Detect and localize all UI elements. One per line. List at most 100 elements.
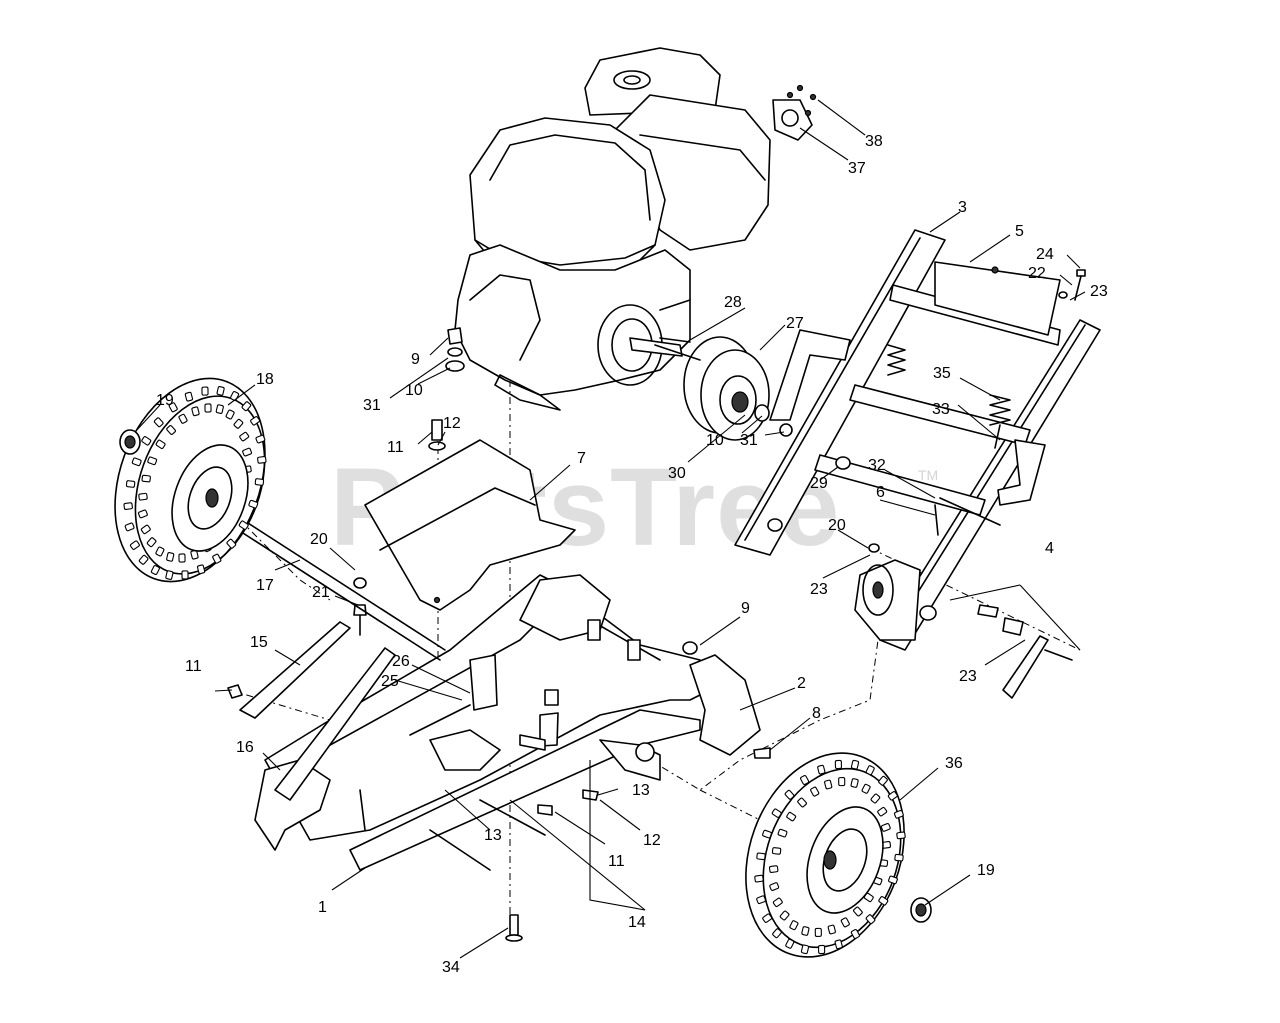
callout-18: 18	[256, 371, 274, 388]
callout-33: 33	[932, 401, 950, 418]
callout-36: 36	[945, 755, 963, 772]
callout-23-low: 23	[959, 668, 977, 685]
wheel-right	[745, 752, 932, 958]
callout-7: 7	[577, 450, 586, 467]
tire-tread	[147, 456, 158, 466]
tire-tread	[800, 775, 810, 785]
shaft-key	[659, 337, 691, 343]
tire-tread	[810, 786, 820, 797]
tire-tread	[861, 783, 871, 794]
tire-tread	[225, 409, 235, 420]
tire-tread	[779, 910, 790, 921]
tire-tread	[838, 777, 846, 787]
tire-tread	[850, 759, 860, 770]
tire-tread	[850, 778, 859, 788]
callout-11-guard: 11	[387, 439, 404, 456]
watermark-trademark: TM	[918, 467, 938, 483]
tire-tread	[801, 926, 810, 936]
tire-tread	[786, 811, 797, 822]
callout-28: 28	[724, 294, 742, 311]
tire-tread	[769, 882, 780, 891]
tire-tread	[762, 913, 773, 923]
tire-tread	[789, 920, 799, 931]
tire-tread	[880, 823, 891, 832]
engine-mount-hardware	[428, 327, 465, 451]
tire-tread	[201, 386, 209, 396]
callout-23-mid: 23	[810, 581, 828, 598]
tire-tread	[777, 828, 788, 838]
tire-tread	[865, 765, 875, 776]
belt-guard	[364, 439, 576, 611]
tension-springs	[887, 344, 1011, 449]
callout-35: 35	[933, 365, 951, 382]
callout-1: 1	[318, 899, 327, 916]
callout-8: 8	[812, 705, 821, 722]
callout-4: 4	[1045, 540, 1054, 557]
callout-24: 24	[1036, 246, 1054, 263]
tire-tread	[756, 895, 767, 905]
callout-3: 3	[958, 199, 967, 216]
tire-tread	[768, 865, 779, 873]
tire-tread	[896, 831, 906, 840]
engine	[454, 47, 771, 411]
tire-tread	[153, 417, 164, 428]
callout-labels: 1 2 3 4 5 6 7 8 9 9 10 10 11 11 11 12 12…	[156, 133, 1108, 976]
tire-tread	[140, 524, 151, 535]
tire-tread	[184, 391, 194, 402]
callout-11-frame: 11	[608, 853, 625, 870]
tire-tread	[834, 939, 843, 950]
tire-tread	[241, 401, 252, 412]
tire-tread	[756, 852, 766, 861]
callout-16: 16	[236, 739, 254, 756]
leader-lines	[134, 99, 1086, 959]
tire-tread	[784, 789, 795, 800]
pulley	[654, 336, 793, 441]
callout-6: 6	[876, 484, 885, 501]
callout-12-guard: 12	[443, 415, 461, 432]
tire-tread	[870, 793, 881, 804]
tire-tread	[129, 540, 140, 550]
tire-tread	[146, 537, 157, 548]
tire-tread	[877, 806, 888, 817]
tire-tread	[834, 759, 842, 770]
idler-bracket	[854, 504, 1073, 699]
callout-38: 38	[865, 133, 883, 150]
flange-plate	[772, 84, 817, 141]
tire-tread	[178, 413, 188, 424]
tire-tread	[865, 914, 876, 925]
callout-9-frame: 9	[741, 600, 750, 617]
tire-tread	[827, 924, 836, 935]
tire-tread	[155, 546, 165, 557]
callout-37: 37	[848, 160, 866, 177]
tire-tread	[254, 478, 265, 486]
tire-tread	[204, 403, 212, 413]
tire-tread	[754, 874, 764, 883]
tire-tread	[131, 457, 142, 467]
callout-19-right: 19	[977, 862, 995, 879]
tire-tread	[893, 809, 904, 819]
callout-31-pulley: 31	[740, 432, 758, 449]
tire-tread	[797, 797, 807, 808]
tire-tread	[762, 829, 772, 839]
callout-19-left: 19	[156, 392, 174, 409]
tire-tread	[840, 917, 850, 928]
tire-tread	[894, 853, 904, 862]
tire-tread	[817, 764, 826, 775]
tire-tread	[888, 875, 898, 885]
callout-12-frame: 12	[643, 832, 661, 849]
callout-27: 27	[786, 315, 804, 332]
tire-tread	[239, 431, 250, 442]
tire-tread	[772, 928, 782, 939]
tire-tread	[138, 492, 148, 501]
callout-34: 34	[442, 959, 460, 976]
tire-tread	[212, 553, 222, 564]
callout-14: 14	[628, 914, 646, 931]
tire-tread	[233, 418, 244, 429]
tire-tread	[141, 436, 152, 446]
tire-tread	[191, 406, 200, 417]
tire-tread	[772, 897, 783, 908]
tire-tread	[800, 944, 810, 955]
axle	[219, 504, 446, 651]
callout-13-right: 13	[632, 782, 650, 799]
